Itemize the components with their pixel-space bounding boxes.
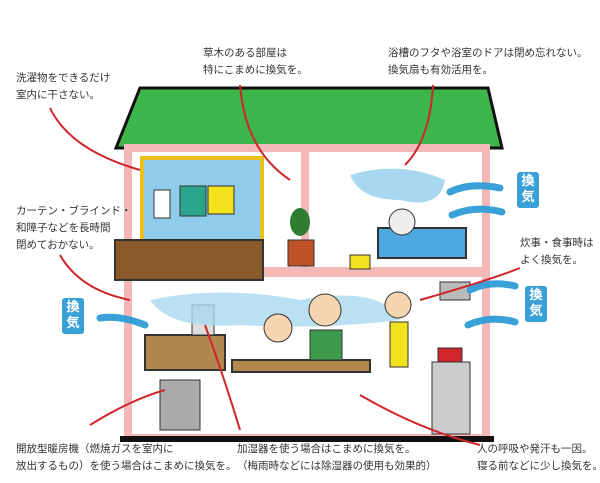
ventilation-badge: 換気 [517,172,539,208]
ventilation-badge: 換気 [62,298,84,334]
note-line: 人の呼吸や発汗も一因。 [477,443,593,455]
note-bath: 浴槽のフタや浴室のドアは閉め忘れない。換気扇も有効活用を。 [388,45,588,79]
note-line: 草木のある部屋は [203,47,287,59]
dining-table [231,359,371,373]
note-heater: 開放型暖房機（燃焼ガスを室内に放出するもの）を使う場合はこまめに換気を。 [16,441,237,475]
note-line: よく換気を。 [520,254,583,266]
note-line: （梅雨時などには除湿器の使用も効果的） [237,460,437,472]
note-line: 特にこまめに換気を。 [203,64,308,76]
roof [113,86,504,150]
note-cooking: 炊事・食事時はよく換気を。 [520,235,594,269]
note-plants: 草木のある部屋は特にこまめに換気を。 [203,45,308,79]
note-line: 換気扇も有効活用を。 [388,64,493,76]
note-line: 放出するもの）を使う場合はこまめに換気を。 [16,460,237,472]
bathtub [377,227,467,259]
balcony [114,239,264,281]
note-curtains: カーテン・ブラインド・和障子などを長時間閉めておかない。 [16,203,132,254]
note-laundry: 洗濯物をできるだけ室内に干さない。 [16,70,110,104]
note-line: 加湿器を使う場合はこまめに換気を。 [237,443,416,455]
note-line: 寝る前などに少し換気を。 [477,460,600,472]
note-line: 開放型暖房機（燃焼ガスを室内に [16,443,174,455]
note-line: カーテン・ブラインド・ [16,205,132,217]
note-line: 和障子などを長時間 [16,222,111,234]
note-line: 炊事・食事時は [520,237,594,249]
note-line: 浴槽のフタや浴室のドアは閉め忘れない。 [388,47,588,59]
note-line: 閉めておかない。 [16,239,100,251]
ventilation-badge: 換気 [525,286,547,322]
note-line: 室内に干さない。 [16,89,100,101]
note-humidifier: 加湿器を使う場合はこまめに換気を。 （梅雨時などには除湿器の使用も効果的） [237,441,437,475]
note-line: 洗濯物をできるだけ [16,72,111,84]
note-breathing: 人の呼吸や発汗も一因。寝る前などに少し換気を。 [477,441,600,475]
